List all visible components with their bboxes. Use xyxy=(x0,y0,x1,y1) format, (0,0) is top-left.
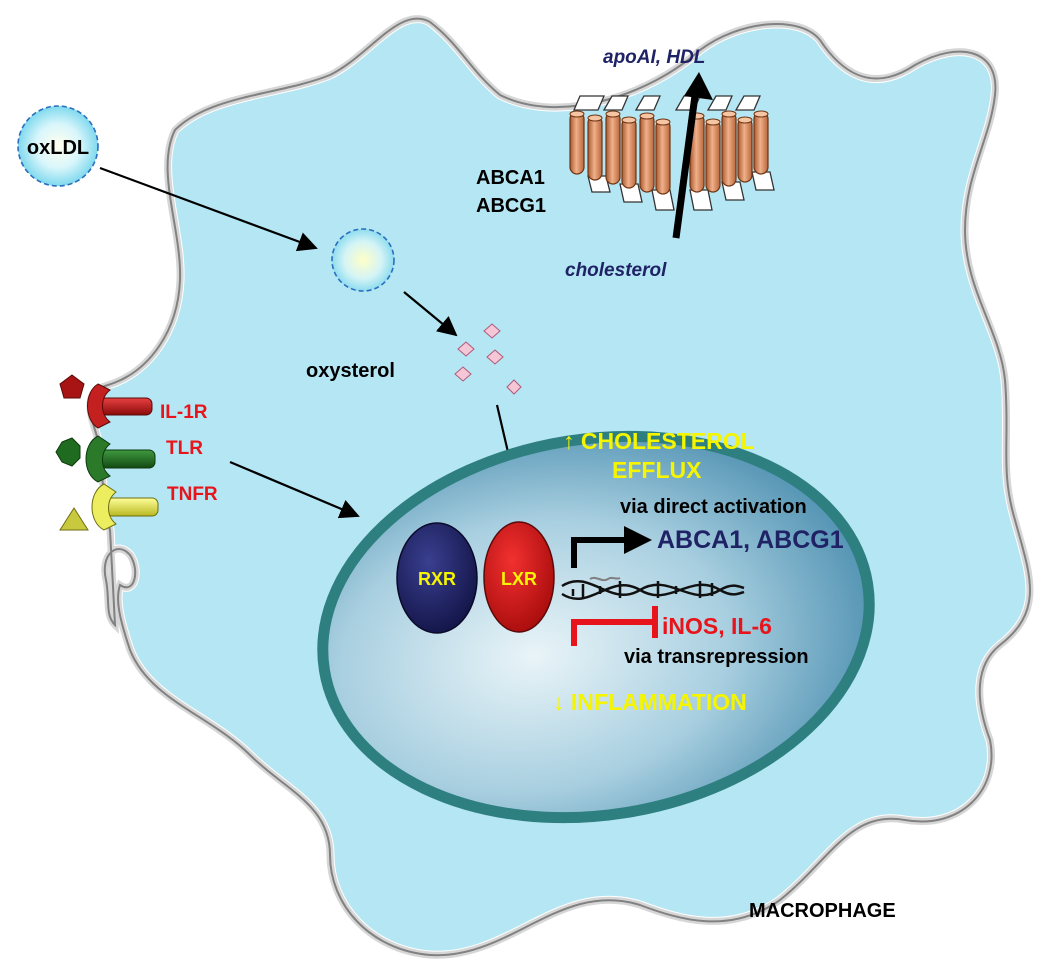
arrow-oxldl-to-vesicle xyxy=(99,166,318,252)
il1r-receptor xyxy=(59,374,153,429)
cholesterol-label: cholesterol xyxy=(565,260,667,281)
transporter-loops-bottom xyxy=(587,171,775,211)
direct-activation-label: via direct activation xyxy=(620,496,807,518)
cell-membrane-outline xyxy=(88,17,1031,957)
activation-arrow-head xyxy=(624,526,652,554)
upregulated-genes-label: ABCA1, ABCG1 xyxy=(657,526,844,554)
helix-caps xyxy=(569,110,769,126)
abca1-label: ABCA1 xyxy=(476,167,545,189)
oxldl-particle xyxy=(17,105,99,187)
abcg1-label: ABCG1 xyxy=(476,195,546,217)
rxr-label: RXR xyxy=(418,569,456,589)
il1r-label: IL-1R xyxy=(160,402,208,423)
repressed-genes-label: iNOS, IL-6 xyxy=(662,613,772,639)
tlr-label: TLR xyxy=(166,438,203,459)
tnfr-label: TNFR xyxy=(167,484,218,505)
abc-transporter xyxy=(569,72,775,239)
dna-helix xyxy=(561,579,745,601)
arrow-receptors-to-nucleus xyxy=(229,460,360,519)
arrow-vesicle-to-oxysterol xyxy=(403,291,458,337)
cholesterol-efflux-label-2: EFFLUX xyxy=(612,457,702,483)
lxr-label: LXR xyxy=(501,569,537,589)
transrepression-label: via transrepression xyxy=(624,646,809,668)
endocytic-vesicle xyxy=(331,228,395,292)
inflammation-label: ↓ INFLAMMATION xyxy=(553,689,747,715)
tlr-ligand xyxy=(55,437,81,467)
cholesterol-efflux-label-1: ↑ CHOLESTEROL xyxy=(563,428,755,454)
apoai-hdl-label: apoAI, HDL xyxy=(603,47,705,68)
oxldl-label: oxLDL xyxy=(27,137,89,159)
oxysterol-label: oxysterol xyxy=(306,360,395,382)
efflux-arrow xyxy=(672,87,700,239)
repression-bar xyxy=(571,619,652,646)
il1r-ligand xyxy=(59,374,85,399)
activation-arrow xyxy=(571,537,628,568)
oxysterol-molecules xyxy=(454,323,522,395)
efflux-arrow-head xyxy=(684,72,713,100)
cell-membrane-inner-outline xyxy=(86,15,1034,959)
lxr-protein xyxy=(483,521,555,633)
rna-transcript xyxy=(589,576,621,582)
rxr-protein xyxy=(396,522,478,634)
macrophage-label: MACROPHAGE xyxy=(749,900,896,922)
tlr-receptor xyxy=(55,435,156,483)
tnfr-receptor xyxy=(59,483,159,531)
tnfr-ligand xyxy=(59,507,89,531)
